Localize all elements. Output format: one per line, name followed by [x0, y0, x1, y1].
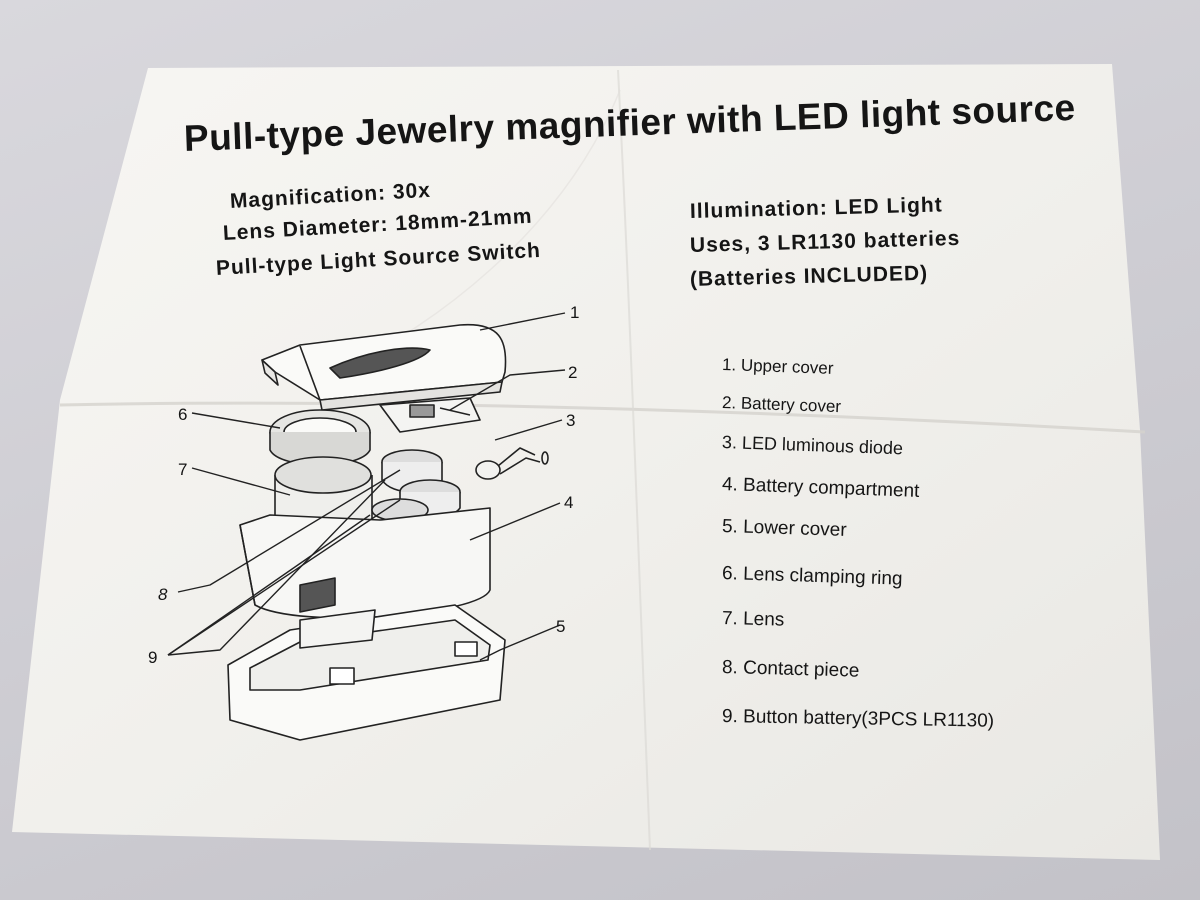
callout-8: 8 — [158, 585, 168, 604]
callout-9: 9 — [148, 648, 158, 667]
callout-3: 3 — [566, 411, 576, 430]
callout-1: 1 — [570, 303, 580, 322]
lens-drawing — [269, 409, 373, 536]
part-item-5: 5. Lower cover — [721, 516, 847, 541]
part-item-1: 1. Upper cover — [721, 355, 834, 378]
callout-5: 5 — [556, 617, 566, 636]
callout-4: 4 — [564, 493, 574, 512]
callout-6: 6 — [178, 405, 188, 424]
battery-compartment-drawing — [239, 507, 491, 619]
lower-cover-drawing — [227, 604, 506, 741]
callout-7: 7 — [178, 460, 188, 479]
battery-cover-drawing — [379, 397, 481, 433]
leader-lines — [167, 312, 566, 661]
part-item-7: 7. Lens — [721, 608, 785, 631]
led-drawing — [475, 447, 549, 480]
upper-cover-drawing — [261, 323, 507, 411]
callout-2: 2 — [568, 363, 578, 382]
part-item-8: 8. Contact piece — [721, 657, 860, 682]
battery-drawing — [371, 449, 461, 522]
part-item-2: 2. Battery cover — [721, 393, 842, 417]
